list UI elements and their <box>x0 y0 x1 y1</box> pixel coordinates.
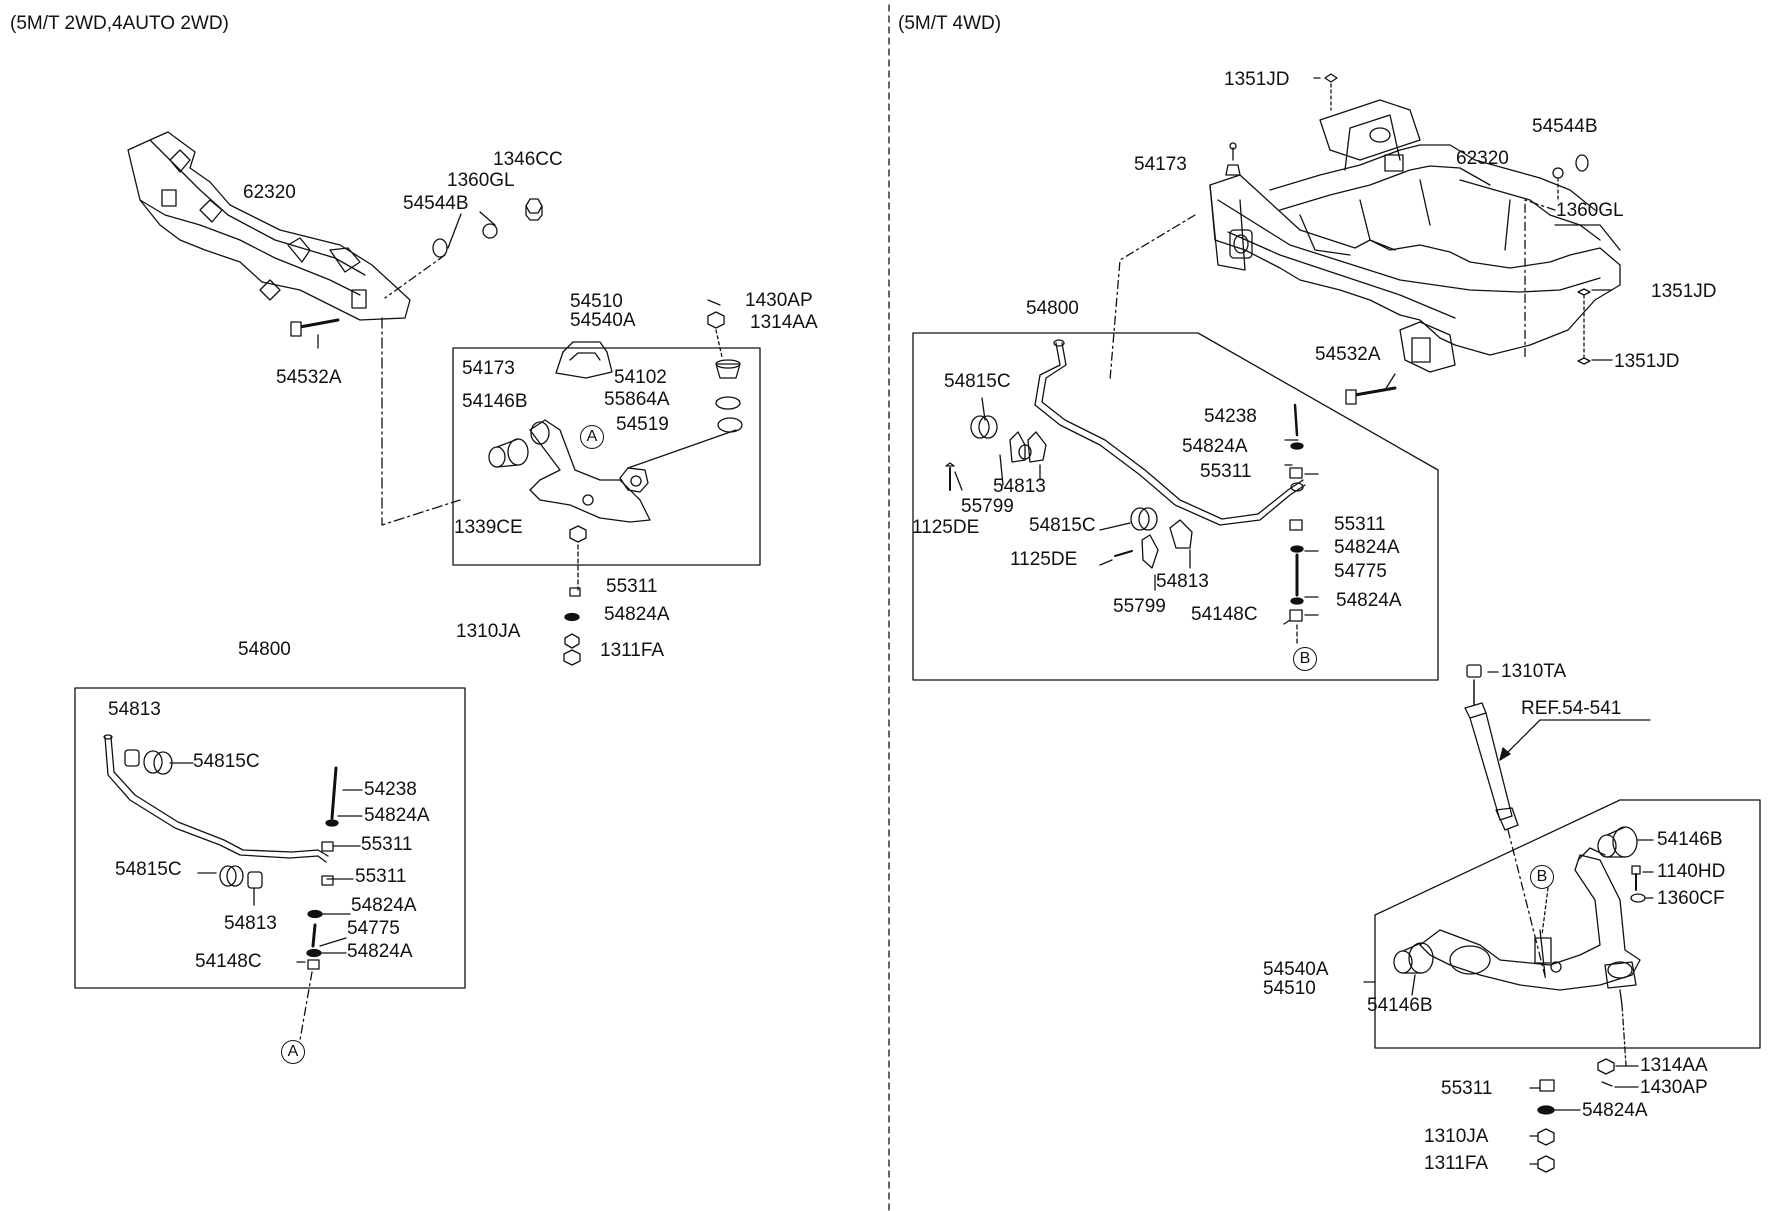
part-label-54510-left[interactable]: 54510 <box>570 291 623 312</box>
part-label-54102-left[interactable]: 54102 <box>614 367 667 388</box>
part-label-54532a-right[interactable]: 54532A <box>1315 344 1381 365</box>
part-label-54146b-right-top[interactable]: 54146B <box>1657 829 1723 850</box>
part-label-1360gl-left[interactable]: 1360GL <box>447 170 515 191</box>
left-stabilizer-drawing <box>103 734 363 1041</box>
part-label-55311-left-stab-top[interactable]: 55311 <box>361 834 413 855</box>
part-label-55311-right-top[interactable]: 55311 <box>1200 461 1252 482</box>
right-arm-drawing <box>1363 826 1654 1066</box>
part-label-54544b-right[interactable]: 54544B <box>1532 116 1598 137</box>
right-crossmember-drawing <box>1109 73 1621 405</box>
part-label-54540a-left[interactable]: 54540A <box>570 310 636 331</box>
part-label-54148c-right[interactable]: 54148C <box>1191 604 1258 625</box>
part-label-54824a-right-top[interactable]: 54824A <box>1182 436 1248 457</box>
part-label-54813-right-bottom[interactable]: 54813 <box>1156 571 1209 592</box>
part-label-1310ta-right[interactable]: 1310TA <box>1501 661 1567 682</box>
part-label-1125de-right-bottom[interactable]: 1125DE <box>1010 549 1078 570</box>
ref-marker-a-stabilizer: A <box>281 1040 305 1064</box>
part-label-54540a-right[interactable]: 54540A <box>1263 959 1329 980</box>
part-label-1360cf-right[interactable]: 1360CF <box>1657 888 1725 909</box>
part-label-1346cc-left[interactable]: 1346CC <box>493 149 563 170</box>
part-label-54813-left-top[interactable]: 54813 <box>108 699 161 720</box>
left-stabilizer-box <box>74 687 466 989</box>
part-label-55311-right-bottom[interactable]: 55311 <box>1334 514 1386 535</box>
part-label-54815c-right-bottom[interactable]: 54815C <box>1029 515 1096 536</box>
part-label-54824a-left-stab-bottom[interactable]: 54824A <box>347 941 413 962</box>
part-label-54148c-left[interactable]: 54148C <box>195 951 262 972</box>
part-label-1314aa-left[interactable]: 1314AA <box>750 312 818 333</box>
part-label-1310ja-left[interactable]: 1310JA <box>456 621 521 642</box>
part-label-55799-right-top[interactable]: 55799 <box>961 496 1014 517</box>
left-arm-box <box>452 347 761 566</box>
part-label-54800-right[interactable]: 54800 <box>1026 298 1079 319</box>
part-label-1310ja-right[interactable]: 1310JA <box>1424 1126 1489 1147</box>
left-crossmember-drawing <box>127 131 543 526</box>
part-label-54519-left[interactable]: 54519 <box>616 414 669 435</box>
ref-marker-b-arm: B <box>1530 865 1554 889</box>
part-label-1430ap-left[interactable]: 1430AP <box>745 290 813 311</box>
part-label-55864a-left[interactable]: 55864A <box>604 389 670 410</box>
left-arm-lower-hardware <box>563 587 581 666</box>
right-arm-box <box>1374 799 1761 1049</box>
part-label-54238-right[interactable]: 54238 <box>1204 406 1257 427</box>
ref-marker-b-stabilizer: B <box>1293 647 1317 671</box>
part-label-54173-left[interactable]: 54173 <box>462 358 515 379</box>
part-label-54815c-right-top[interactable]: 54815C <box>944 371 1011 392</box>
part-label-54775-left[interactable]: 54775 <box>347 918 400 939</box>
ref-marker-a-arm: A <box>580 425 604 449</box>
part-label-54238-left[interactable]: 54238 <box>364 779 417 800</box>
part-label-54824a-right-bottom[interactable]: 54824A <box>1336 590 1402 611</box>
part-label-1430ap-right[interactable]: 1430AP <box>1640 1077 1708 1098</box>
part-label-54800-left[interactable]: 54800 <box>238 639 291 660</box>
part-label-54532a-left[interactable]: 54532A <box>276 367 342 388</box>
part-label-54824a-left-arm[interactable]: 54824A <box>604 604 670 625</box>
part-label-1360gl-right[interactable]: 1360GL <box>1556 200 1624 221</box>
part-label-54510-right[interactable]: 54510 <box>1263 978 1316 999</box>
part-label-62320-left[interactable]: 62320 <box>243 182 296 203</box>
part-label-1125de-right-top[interactable]: 1125DE <box>912 517 980 538</box>
part-label-1140hd-right[interactable]: 1140HD <box>1657 861 1726 882</box>
part-label-ref-54-541[interactable]: REF.54-541 <box>1521 698 1622 719</box>
part-label-1339ce-left[interactable]: 1339CE <box>454 517 523 538</box>
part-label-54824a-left-stab-top[interactable]: 54824A <box>364 805 430 826</box>
part-label-54815c-left-top[interactable]: 54815C <box>193 751 260 772</box>
part-label-54813-left-bottom[interactable]: 54813 <box>224 913 277 934</box>
right-stabilizer-box <box>912 332 1439 681</box>
left-section-title: (5M/T 2WD,4AUTO 2WD) <box>10 13 229 34</box>
right-section-title: (5M/T 4WD) <box>898 13 1002 34</box>
part-label-1311fa-right[interactable]: 1311FA <box>1424 1153 1489 1174</box>
part-label-54824a-right-arm[interactable]: 54824A <box>1582 1100 1648 1121</box>
left-arm-drawing <box>488 299 743 591</box>
part-label-55311-right-arm[interactable]: 55311 <box>1441 1078 1493 1099</box>
part-label-54775-right[interactable]: 54775 <box>1334 561 1387 582</box>
part-label-1311fa-left[interactable]: 1311FA <box>600 640 665 661</box>
part-label-1314aa-right[interactable]: 1314AA <box>1640 1055 1708 1076</box>
part-label-54173-right[interactable]: 54173 <box>1134 154 1187 175</box>
right-arm-lower-hardware <box>1529 1058 1639 1173</box>
part-label-54544b-left[interactable]: 54544B <box>403 193 469 214</box>
part-label-54824a-right-mid[interactable]: 54824A <box>1334 537 1400 558</box>
part-label-54146b-left[interactable]: 54146B <box>462 391 528 412</box>
right-shock-drawing <box>1464 664 1651 981</box>
part-label-62320-right[interactable]: 62320 <box>1456 148 1509 169</box>
part-label-55311-left-arm[interactable]: 55311 <box>606 576 658 597</box>
part-label-55799-right-bottom[interactable]: 55799 <box>1113 596 1166 617</box>
right-stabilizer-drawing <box>945 339 1319 646</box>
part-label-54813-right-top[interactable]: 54813 <box>993 476 1046 497</box>
part-label-1351jd-right-bottom[interactable]: 1351JD <box>1614 351 1680 372</box>
part-label-1351jd-right-top[interactable]: 1351JD <box>1224 69 1290 90</box>
part-label-54824a-left-stab-mid[interactable]: 54824A <box>351 895 417 916</box>
part-label-1351jd-right-mid[interactable]: 1351JD <box>1651 281 1717 302</box>
part-label-54815c-left-bottom[interactable]: 54815C <box>115 859 182 880</box>
part-label-55311-left-stab-bottom[interactable]: 55311 <box>355 866 407 887</box>
part-label-54146b-right-bottom[interactable]: 54146B <box>1367 995 1433 1016</box>
